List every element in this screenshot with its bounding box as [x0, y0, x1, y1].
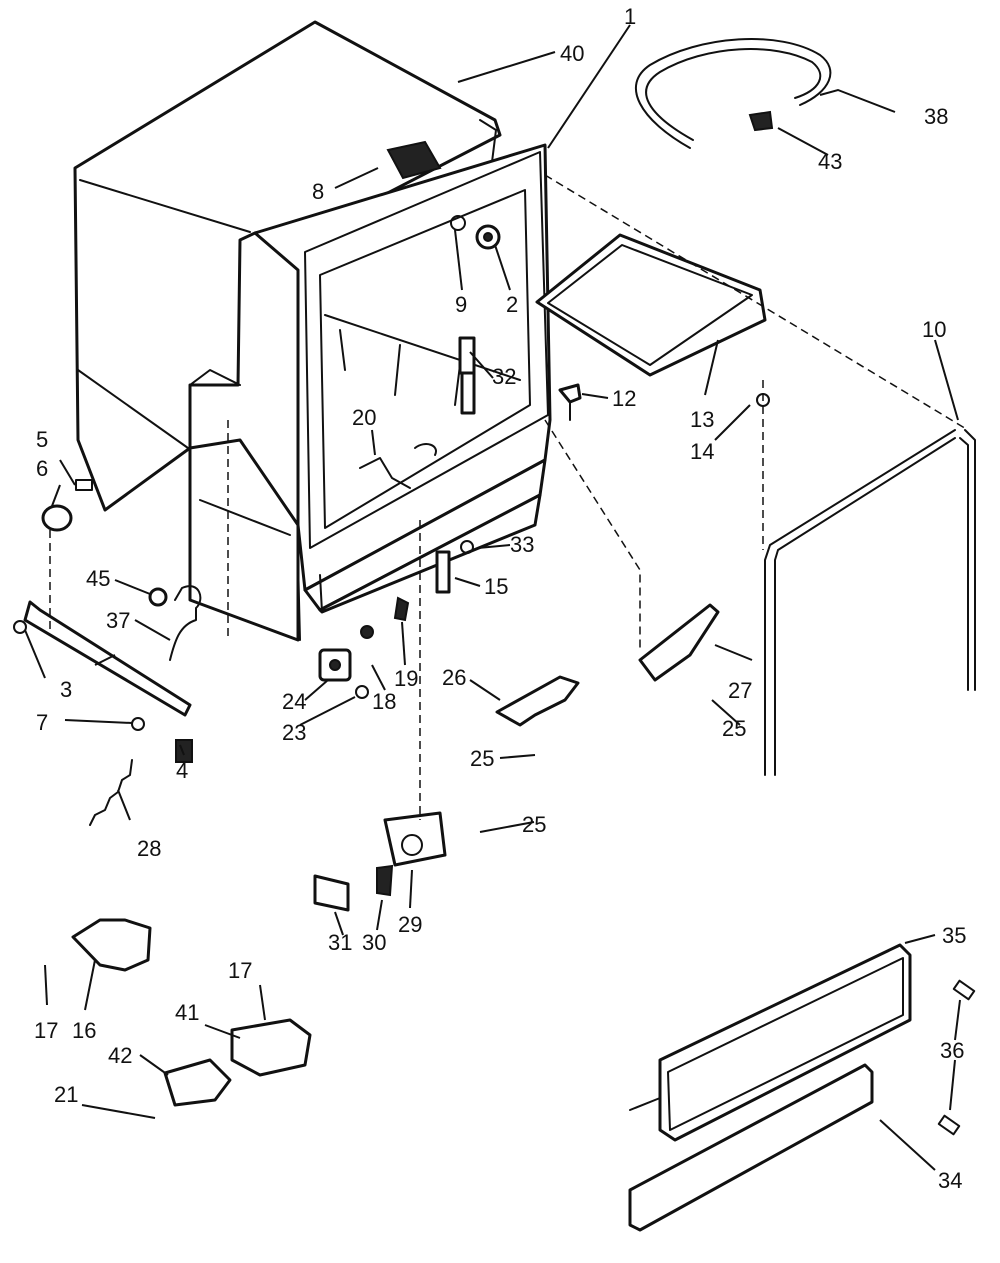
callout-25-middle: 25	[470, 746, 494, 771]
foot-6	[41, 504, 73, 532]
vent-bracket	[386, 140, 442, 180]
bracket-29	[383, 811, 447, 867]
callout-6: 6	[36, 456, 48, 481]
clip-inside	[414, 443, 437, 456]
callout-18: 18	[372, 689, 396, 714]
drain-hose-37	[169, 585, 202, 661]
callout-36: 36	[940, 1038, 964, 1063]
callout-16: 16	[72, 1018, 96, 1043]
callout-26: 26	[442, 665, 466, 690]
callout-17-right: 17	[228, 958, 252, 983]
leader-lines	[24, 24, 961, 1171]
clamp-43	[748, 110, 774, 132]
spring-30	[376, 864, 394, 897]
leg-15	[435, 550, 451, 594]
callout-5: 5	[36, 427, 48, 452]
assembly-lines	[49, 174, 969, 820]
outer-tub-blanket	[73, 20, 502, 512]
callout-17-left: 17	[34, 1018, 58, 1043]
callout-10: 10	[922, 317, 946, 342]
callout-8: 8	[312, 179, 324, 204]
fastener-9	[450, 215, 466, 231]
bracket-20	[359, 457, 411, 489]
callout-28: 28	[137, 836, 161, 861]
callout-20: 20	[352, 405, 376, 430]
bracket-42	[163, 1058, 232, 1107]
spring-28	[89, 759, 133, 826]
callout-21: 21	[54, 1082, 78, 1107]
callout-24: 24	[282, 689, 306, 714]
callout-13: 13	[690, 407, 714, 432]
callout-1: 1	[624, 4, 636, 29]
nut-18	[360, 625, 374, 639]
rail-10	[764, 429, 976, 776]
callout-27: 27	[728, 678, 752, 703]
callout-33: 33	[510, 532, 534, 557]
callout-19: 19	[394, 666, 418, 691]
tub-frame	[188, 143, 552, 642]
callout-42: 42	[108, 1043, 132, 1068]
callout-9: 9	[455, 292, 467, 317]
valve-16	[71, 918, 152, 972]
callout-25-lower: 25	[522, 812, 546, 837]
callout-38: 38	[924, 104, 948, 129]
callout-14: 14	[690, 439, 714, 464]
callout-37: 37	[106, 608, 130, 633]
plate-31	[313, 874, 350, 912]
screw-36	[937, 979, 976, 1136]
rack-frame-13	[535, 233, 767, 377]
screw-5	[75, 479, 93, 491]
callout-29: 29	[398, 912, 422, 937]
clamp-45	[148, 587, 168, 607]
callout-34: 34	[938, 1168, 962, 1193]
kick-panel-35	[629, 943, 912, 1142]
screw-7	[13, 620, 145, 731]
callout-30: 30	[362, 930, 386, 955]
callout-2: 2	[506, 292, 518, 317]
callout-25-right: 25	[722, 716, 746, 741]
callout-41: 41	[175, 1000, 199, 1025]
callout-35: 35	[942, 923, 966, 948]
callout-4: 4	[176, 758, 188, 783]
bracket-26	[495, 675, 580, 727]
screw-23	[355, 685, 369, 699]
nut-2	[475, 224, 501, 250]
callout-45: 45	[86, 566, 110, 591]
callout-43: 43	[818, 149, 842, 174]
callout-7-left: 7	[36, 710, 48, 735]
callout-23: 23	[282, 720, 306, 745]
fill-hose-38	[634, 37, 832, 149]
callout-labels: 1 2 3 4 5 6 7 7 8 9 10 12 13 14 15 16 17…	[34, 4, 966, 1193]
plug-12	[558, 383, 582, 421]
clip-19	[393, 596, 410, 622]
callout-32: 32	[492, 364, 516, 389]
callout-3: 3	[60, 677, 72, 702]
callout-12: 12	[612, 386, 636, 411]
bracket-27	[638, 603, 720, 682]
bracket-24	[318, 648, 352, 682]
toe-panel-34	[628, 1063, 874, 1232]
clip-33	[460, 540, 474, 554]
callout-15: 15	[484, 574, 508, 599]
callout-31: 31	[328, 930, 352, 955]
bracket-41	[230, 1018, 312, 1077]
callout-40: 40	[560, 41, 584, 66]
float-switch-32	[458, 336, 476, 415]
